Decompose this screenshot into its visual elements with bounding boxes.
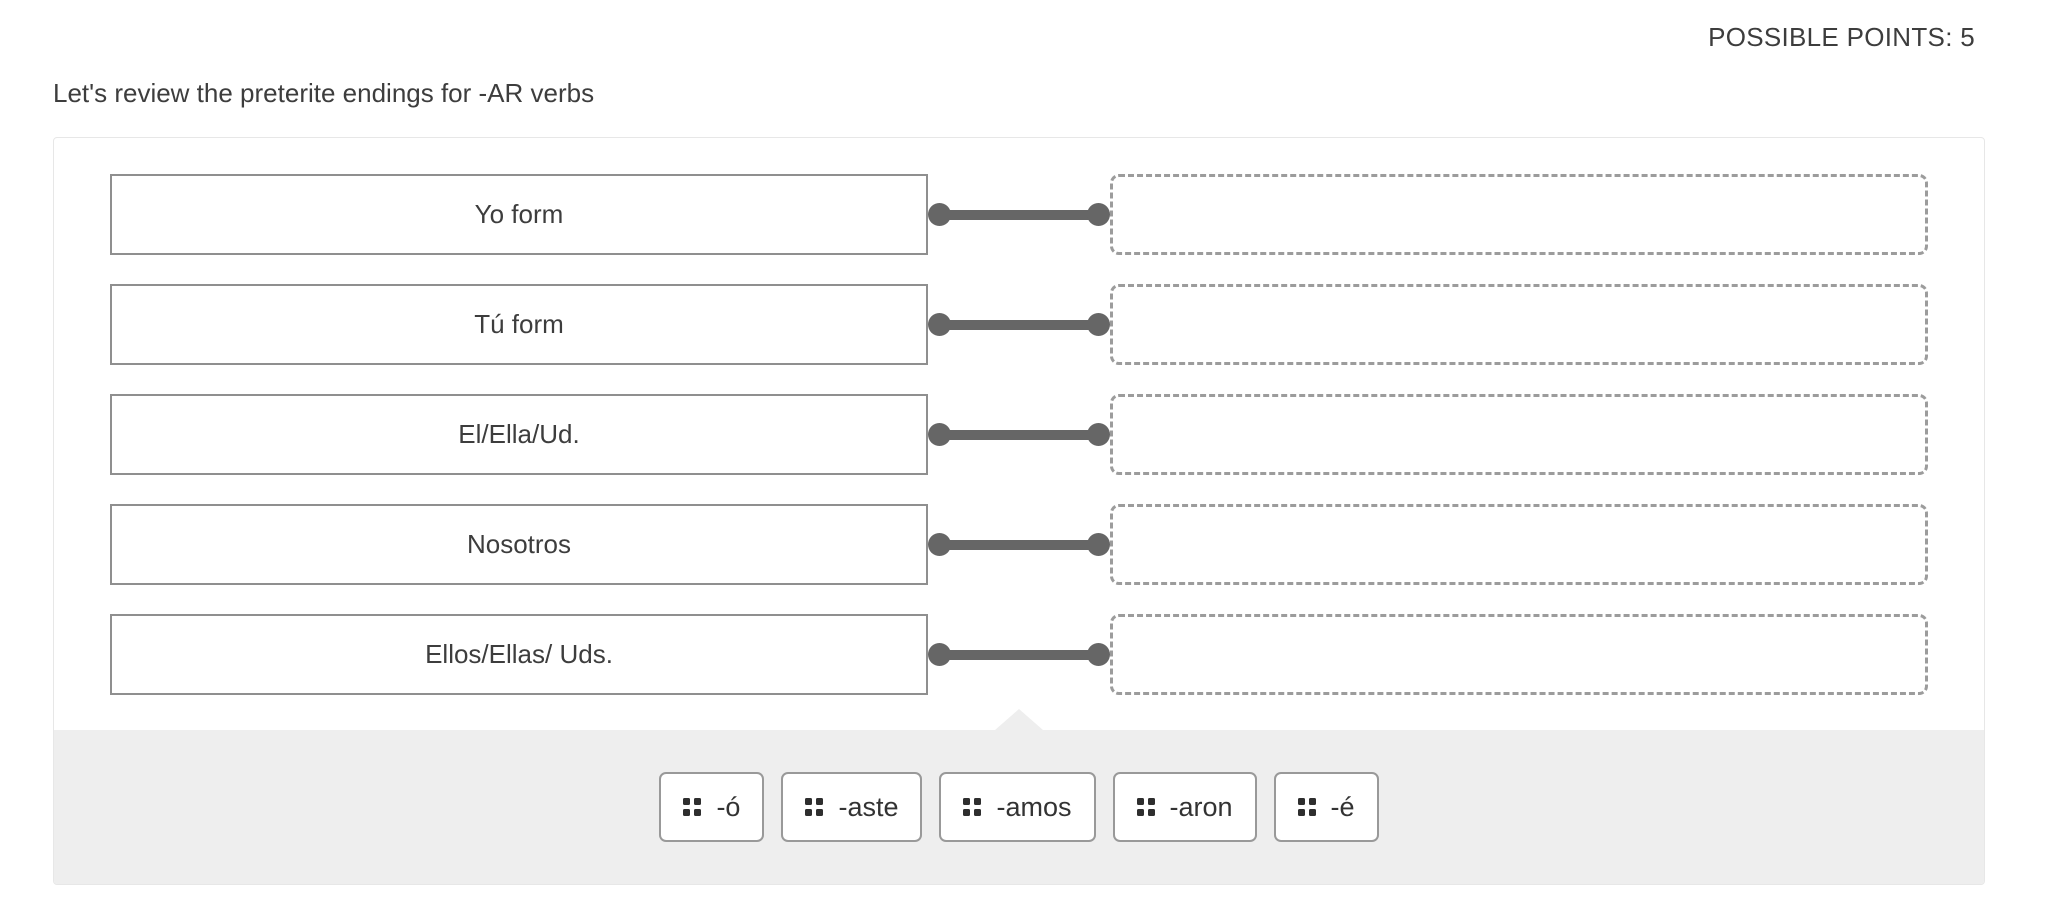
connector-bar	[946, 429, 1092, 440]
drag-handle-icon	[963, 798, 982, 816]
connector-bar	[946, 539, 1092, 550]
answer-drop-zone-5[interactable]	[1110, 614, 1928, 695]
connector-dot-left	[928, 423, 951, 446]
possible-points-label: POSSIBLE POINTS: 5	[1708, 22, 1975, 52]
connector-line	[928, 284, 1110, 365]
prompt-box-tu-form: Tú form	[110, 284, 928, 365]
drag-handle-icon	[1297, 798, 1316, 816]
matching-rows: Yo form Tú form	[54, 138, 1984, 695]
prompt-label: El/Ella/Ud.	[458, 419, 580, 449]
connector-dot-left	[928, 203, 951, 226]
prompt-box-el-ella-ud: El/Ella/Ud.	[110, 394, 928, 475]
connector-dot-right	[1087, 203, 1110, 226]
connector-dot-left	[928, 313, 951, 336]
match-row: Yo form	[54, 174, 1984, 255]
tray-notch-triangle	[995, 709, 1043, 730]
chip-label: -ó	[716, 791, 741, 822]
answer-drop-zone-2[interactable]	[1110, 284, 1928, 365]
match-row: El/Ella/Ud.	[54, 394, 1984, 475]
connector-dot-left	[928, 533, 951, 556]
chip-label: -amos	[996, 791, 1072, 822]
answer-drop-zone-4[interactable]	[1110, 504, 1928, 585]
prompt-box-yo-form: Yo form	[110, 174, 928, 255]
matching-card: Yo form Tú form	[53, 137, 1985, 885]
chip-label: -aron	[1169, 791, 1233, 822]
connector-bar	[946, 209, 1092, 220]
connector-line	[928, 174, 1110, 255]
match-row: Ellos/Ellas/ Uds.	[54, 614, 1984, 695]
drag-handle-icon	[683, 798, 702, 816]
drag-handle-icon	[805, 798, 824, 816]
connector-dot-right	[1087, 313, 1110, 336]
prompt-box-ellos-ellas-uds: Ellos/Ellas/ Uds.	[110, 614, 928, 695]
answer-chip-bank: -ó -aste -amos -aron -é	[54, 730, 1984, 884]
match-row: Tú form	[54, 284, 1984, 365]
connector-line	[928, 394, 1110, 475]
answer-drop-zone-1[interactable]	[1110, 174, 1928, 255]
connector-dot-right	[1087, 423, 1110, 446]
prompt-label: Ellos/Ellas/ Uds.	[425, 639, 613, 669]
prompt-label: Tú form	[474, 309, 564, 339]
answer-chip-e[interactable]: -é	[1273, 772, 1379, 842]
chip-label: -aste	[838, 791, 899, 822]
answer-chip-aste[interactable]: -aste	[781, 772, 923, 842]
connector-dot-right	[1087, 533, 1110, 556]
answer-tray: -ó -aste -amos -aron -é	[54, 709, 1984, 884]
prompt-label: Yo form	[474, 199, 564, 229]
answer-drop-zone-3[interactable]	[1110, 394, 1928, 475]
prompt-box-nosotros: Nosotros	[110, 504, 928, 585]
connector-line	[928, 614, 1110, 695]
match-row: Nosotros	[54, 504, 1984, 585]
connector-dot-left	[928, 643, 951, 666]
connector-bar	[946, 319, 1092, 330]
answer-chip-amos[interactable]: -amos	[939, 772, 1096, 842]
question-text: Let's review the preterite endings for -…	[53, 78, 595, 108]
answer-chip-aron[interactable]: -aron	[1112, 772, 1257, 842]
prompt-label: Nosotros	[466, 529, 572, 559]
connector-bar	[946, 649, 1092, 660]
connector-dot-right	[1087, 643, 1110, 666]
drag-handle-icon	[1136, 798, 1155, 816]
connector-line	[928, 504, 1110, 585]
answer-chip-o[interactable]: -ó	[659, 772, 765, 842]
chip-label: -é	[1330, 791, 1355, 822]
